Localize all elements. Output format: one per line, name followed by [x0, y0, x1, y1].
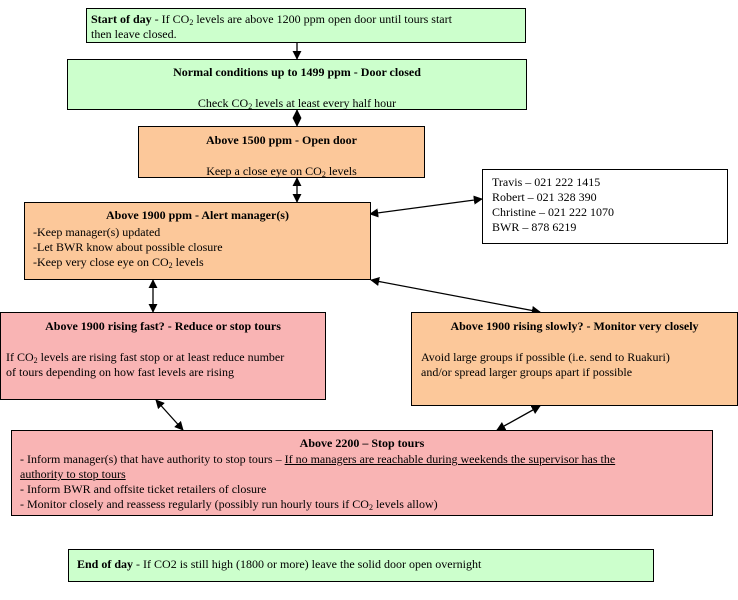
start-of-day-box: Start of day - If CO2 levels are above 1… [86, 8, 526, 43]
contact-travis: Travis – 021 222 1415 [492, 175, 601, 189]
normal-text-b: levels at least every half hour [252, 96, 397, 110]
rising-slowly-text: Avoid large groups if possible (i.e. sen… [421, 350, 670, 380]
start-of-day-text: Start of day - If CO2 levels are above 1… [91, 12, 452, 42]
above-1900-sub: 2 [168, 261, 173, 270]
above-1500-sub: 2 [321, 170, 326, 179]
rising-fast-text: If CO2 levels are rising fast stop or at… [6, 350, 284, 380]
contact-bwr: BWR – 878 6219 [492, 220, 577, 234]
end-of-day-box: End of day - If CO2 is still high (1800 … [68, 549, 654, 582]
contacts-box: Travis – 021 222 1415 Robert – 021 328 3… [482, 169, 728, 244]
rising-slowly-line2: and/or spread larger groups apart if pos… [421, 365, 633, 379]
stop-tours-box: Above 2200 – Stop tours - Inform manager… [11, 430, 713, 516]
rising-fast-sub: 2 [33, 356, 38, 365]
contact-robert: Robert – 021 328 390 [492, 190, 597, 204]
arrow-1900-to-contacts [369, 195, 483, 218]
rising-slowly-title-text: Above 1900 rising slowly? - Monitor very… [450, 319, 699, 333]
stop-tours-line1a: - Inform manager(s) that have authority … [20, 452, 285, 466]
contact-christine: Christine – 021 222 1070 [492, 205, 614, 219]
above-1500-text: Keep a close eye on CO2 levels [139, 164, 424, 179]
arrow-slow-to-stop [496, 405, 541, 431]
end-text: - If CO2 is still high (1800 or more) le… [133, 557, 482, 571]
start-title: Start of day [91, 12, 152, 26]
stop-tours-line2: - Inform BWR and offsite ticket retailer… [20, 482, 267, 496]
stop-tours-line1: - Inform manager(s) that have authority … [20, 452, 615, 467]
stop-tours-line3b: levels allow) [372, 497, 438, 511]
above-1900-line3a: -Keep very close eye on CO [33, 255, 169, 269]
stop-tours-list: - Inform manager(s) that have authority … [20, 452, 615, 512]
end-title: End of day [77, 557, 134, 571]
above-1500-text-b: levels [325, 164, 357, 178]
above-1900-title-text: Above 1900 ppm - Alert manager(s) [106, 208, 289, 222]
above-1900-line1: -Keep manager(s) updated [33, 225, 161, 239]
stop-tours-line3a: - Monitor closely and reassess regularly… [20, 497, 369, 511]
start-sub: 2 [189, 18, 194, 27]
above-1500-text-a: Keep a close eye on CO [206, 164, 322, 178]
rising-slowly-line1: Avoid large groups if possible (i.e. sen… [421, 350, 670, 364]
arrow-fast-to-stop [155, 399, 184, 431]
stop-tours-title-text: Above 2200 – Stop tours [299, 436, 425, 450]
normal-title: Normal conditions up to 1499 ppm - Door … [68, 65, 526, 80]
above-1900-line3b: levels [172, 255, 204, 269]
above-1900-line2: -Let BWR know about possible closure [33, 240, 223, 254]
stop-tours-title: Above 2200 – Stop tours [12, 436, 712, 451]
normal-text-a: Check CO [197, 96, 249, 110]
above-1900-title: Above 1900 ppm - Alert manager(s) [25, 208, 370, 223]
rising-fast-text-a: If CO [6, 350, 34, 364]
above-1900-alert-box: Above 1900 ppm - Alert manager(s) -Keep … [24, 202, 371, 280]
rising-fast-box: Above 1900 rising fast? - Reduce or stop… [0, 312, 326, 400]
normal-conditions-box: Normal conditions up to 1499 ppm - Door … [67, 59, 527, 111]
rising-fast-text-c: of tours depending on how fast levels ar… [6, 365, 234, 379]
stop-tours-sub: 2 [368, 503, 373, 512]
above-1500-title: Above 1500 ppm - Open door [139, 133, 424, 148]
rising-fast-text-b: levels are rising fast stop or at least … [37, 350, 285, 364]
start-text-b: levels are above 1200 ppm open door unti… [193, 12, 452, 26]
rising-slowly-box: Above 1900 rising slowly? - Monitor very… [411, 312, 738, 406]
above-1500-box: Above 1500 ppm - Open door Keep a close … [138, 126, 425, 179]
start-text-c: then leave closed. [91, 27, 177, 41]
arrow-1900-to-slow [370, 277, 541, 315]
normal-sub: 2 [248, 102, 253, 111]
stop-tours-line1c: authority to stop tours [20, 467, 126, 481]
stop-tours-line3: - Monitor closely and reassess regularly… [20, 497, 615, 512]
above-1500-title-text: Above 1500 ppm - Open door [205, 133, 357, 147]
end-of-day-text: End of day - If CO2 is still high (1800 … [77, 557, 481, 572]
normal-title-text: Normal conditions up to 1499 ppm - Door … [173, 65, 421, 79]
start-text-a: - If CO [151, 12, 190, 26]
rising-fast-title-text: Above 1900 rising fast? - Reduce or stop… [45, 319, 281, 333]
normal-text: Check CO2 levels at least every half hou… [68, 96, 526, 111]
rising-slowly-title: Above 1900 rising slowly? - Monitor very… [412, 319, 737, 334]
stop-tours-line1b: If no managers are reachable during week… [284, 452, 616, 466]
above-1900-list: -Keep manager(s) updated -Let BWR know a… [33, 225, 223, 270]
contacts-list: Travis – 021 222 1415 Robert – 021 328 3… [492, 175, 614, 235]
rising-fast-title: Above 1900 rising fast? - Reduce or stop… [1, 319, 325, 334]
above-1900-line3: -Keep very close eye on CO2 levels [33, 255, 223, 270]
